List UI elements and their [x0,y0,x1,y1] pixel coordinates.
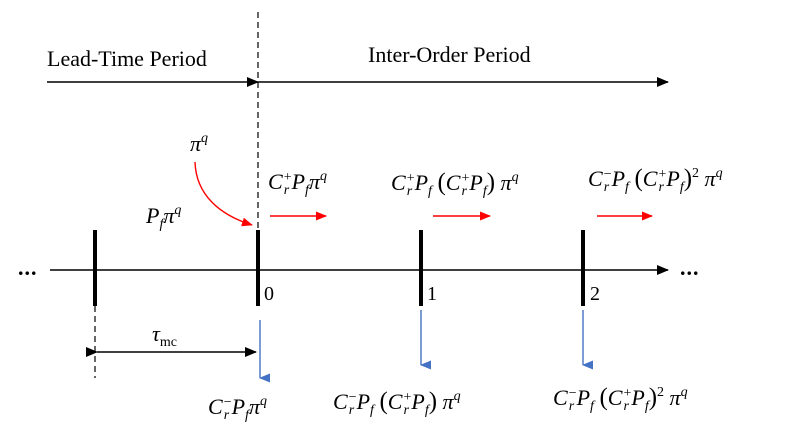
inter-order-period-label: Inter-Order Period [368,42,531,67]
timeline-ellipsis-right: ... [680,255,700,280]
pf-pi-q-label: Pfπq [146,203,182,232]
pi-q-label: πq [190,131,209,156]
lead-time-period-label: Lead-Time Period [47,46,207,71]
tick-label-0: 0 [264,283,274,305]
red-curved-arrow [194,161,253,227]
tau-mc-label: τmc [152,321,177,350]
tick-label-1: 1 [427,283,437,305]
tick-label-2: 2 [590,283,600,305]
timeline-ellipsis-left: ... [18,255,38,280]
